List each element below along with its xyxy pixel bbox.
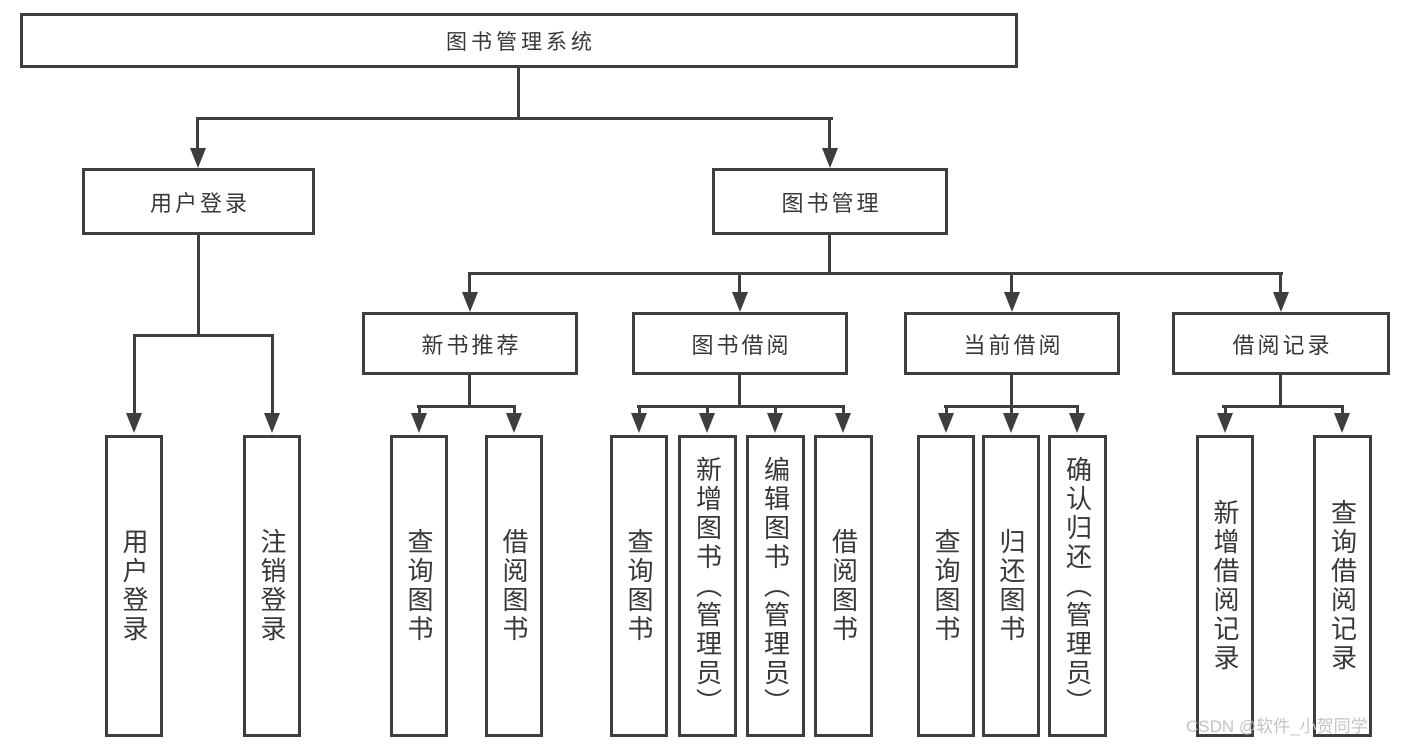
leaf-borrow-books-2: 借阅图书	[814, 435, 873, 737]
node-label: 确认归还（管理员）	[1062, 455, 1093, 717]
connector-line	[1010, 405, 1013, 415]
node-label: 查询借阅记录	[1327, 499, 1358, 673]
connector-line	[828, 117, 831, 149]
connector-line	[196, 117, 833, 120]
arrowhead-down-icon	[732, 292, 748, 312]
arrowhead-down-icon	[1217, 413, 1233, 433]
node-label: 新书推荐	[421, 332, 522, 358]
connector-line	[842, 405, 845, 415]
node-book-borrowing: 图书借阅	[632, 312, 848, 375]
node-label: 查询图书	[931, 528, 961, 644]
leaf-return-books: 归还图书	[982, 435, 1040, 737]
arrowhead-down-icon	[462, 292, 478, 312]
connector-line	[774, 405, 777, 415]
connector-line	[637, 405, 845, 408]
leaf-query-books-1: 查询图书	[390, 435, 448, 737]
connector-line	[271, 334, 274, 415]
node-label: 归还图书	[996, 528, 1026, 644]
arrowhead-down-icon	[767, 413, 783, 433]
leaf-query-books-3: 查询图书	[917, 435, 975, 737]
node-label: 注销登录	[257, 528, 287, 644]
connector-line	[706, 405, 709, 415]
connector-line	[828, 235, 831, 274]
arrowhead-down-icon	[1273, 292, 1289, 312]
arrowhead-down-icon	[411, 413, 427, 433]
connector-line	[1010, 375, 1013, 408]
connector-line	[1279, 375, 1282, 408]
arrowhead-down-icon	[1003, 413, 1019, 433]
connector-line	[196, 117, 199, 149]
node-new-book-recommend: 新书推荐	[362, 312, 578, 375]
arrowhead-down-icon	[1004, 292, 1020, 312]
connector-line	[417, 405, 516, 408]
node-label: 图书借阅	[691, 332, 792, 358]
connector-line	[468, 272, 1283, 275]
connector-line	[133, 334, 136, 415]
leaf-edit-book-admin: 编辑图书（管理员）	[746, 435, 805, 737]
node-borrowing-records: 借阅记录	[1172, 312, 1390, 375]
node-label: 借阅图书	[828, 528, 859, 644]
node-user-login: 用户登录	[82, 168, 315, 235]
leaf-add-book-admin: 新增图书（管理员）	[678, 435, 737, 737]
arrowhead-down-icon	[835, 413, 851, 433]
node-label: 用户登录	[119, 528, 149, 644]
connector-line	[638, 405, 641, 415]
arrowhead-down-icon	[190, 148, 206, 168]
arrowhead-down-icon	[1334, 413, 1350, 433]
connector-line	[468, 375, 471, 408]
node-label: 查询图书	[624, 528, 654, 644]
connector-line	[1222, 405, 1344, 408]
connector-line	[1341, 405, 1344, 415]
connector-line	[468, 272, 471, 292]
connector-line	[133, 334, 274, 337]
connector-line	[513, 405, 516, 415]
leaf-add-borrow-record: 新增借阅记录	[1196, 435, 1254, 737]
node-label: 借阅图书	[499, 528, 529, 644]
leaf-query-books-2: 查询图书	[610, 435, 668, 737]
node-label: 新增图书（管理员）	[692, 455, 723, 717]
node-label: 当前借阅	[963, 332, 1064, 358]
leaf-logout: 注销登录	[243, 435, 301, 737]
leaf-user-login: 用户登录	[105, 435, 163, 737]
leaf-confirm-return-admin: 确认归还（管理员）	[1048, 435, 1107, 737]
connector-line	[1224, 405, 1227, 415]
arrowhead-down-icon	[699, 413, 715, 433]
leaf-query-borrow-record: 查询借阅记录	[1313, 435, 1372, 737]
watermark: CSDN @软件_小贺同学	[1186, 717, 1368, 736]
node-label: 借阅记录	[1232, 332, 1333, 358]
node-book-management: 图书管理	[712, 168, 948, 235]
connector-line	[738, 375, 741, 408]
node-label: 图书管理系统	[446, 30, 596, 54]
arrowhead-down-icon	[938, 413, 954, 433]
connector-line	[517, 68, 520, 119]
connector-line	[197, 235, 200, 335]
connector-line	[738, 272, 741, 292]
node-label: 用户登录	[149, 190, 250, 216]
arrowhead-down-icon	[1069, 413, 1085, 433]
arrowhead-down-icon	[264, 413, 280, 433]
node-label: 图书管理	[781, 190, 882, 216]
arrowhead-down-icon	[506, 413, 522, 433]
arrowhead-down-icon	[126, 413, 142, 433]
connector-line	[418, 405, 421, 415]
node-label: 查询图书	[404, 528, 434, 644]
connector-line	[1279, 272, 1282, 292]
connector-line	[945, 405, 948, 415]
node-label: 编辑图书（管理员）	[760, 455, 791, 717]
arrowhead-down-icon	[631, 413, 647, 433]
leaf-borrow-books-1: 借阅图书	[485, 435, 543, 737]
arrowhead-down-icon	[822, 148, 838, 168]
connector-line	[1010, 272, 1013, 292]
node-label: 新增借阅记录	[1210, 499, 1240, 673]
node-current-borrowing: 当前借阅	[904, 312, 1120, 375]
node-library-management-system: 图书管理系统	[20, 13, 1018, 68]
connector-line	[1076, 405, 1079, 415]
